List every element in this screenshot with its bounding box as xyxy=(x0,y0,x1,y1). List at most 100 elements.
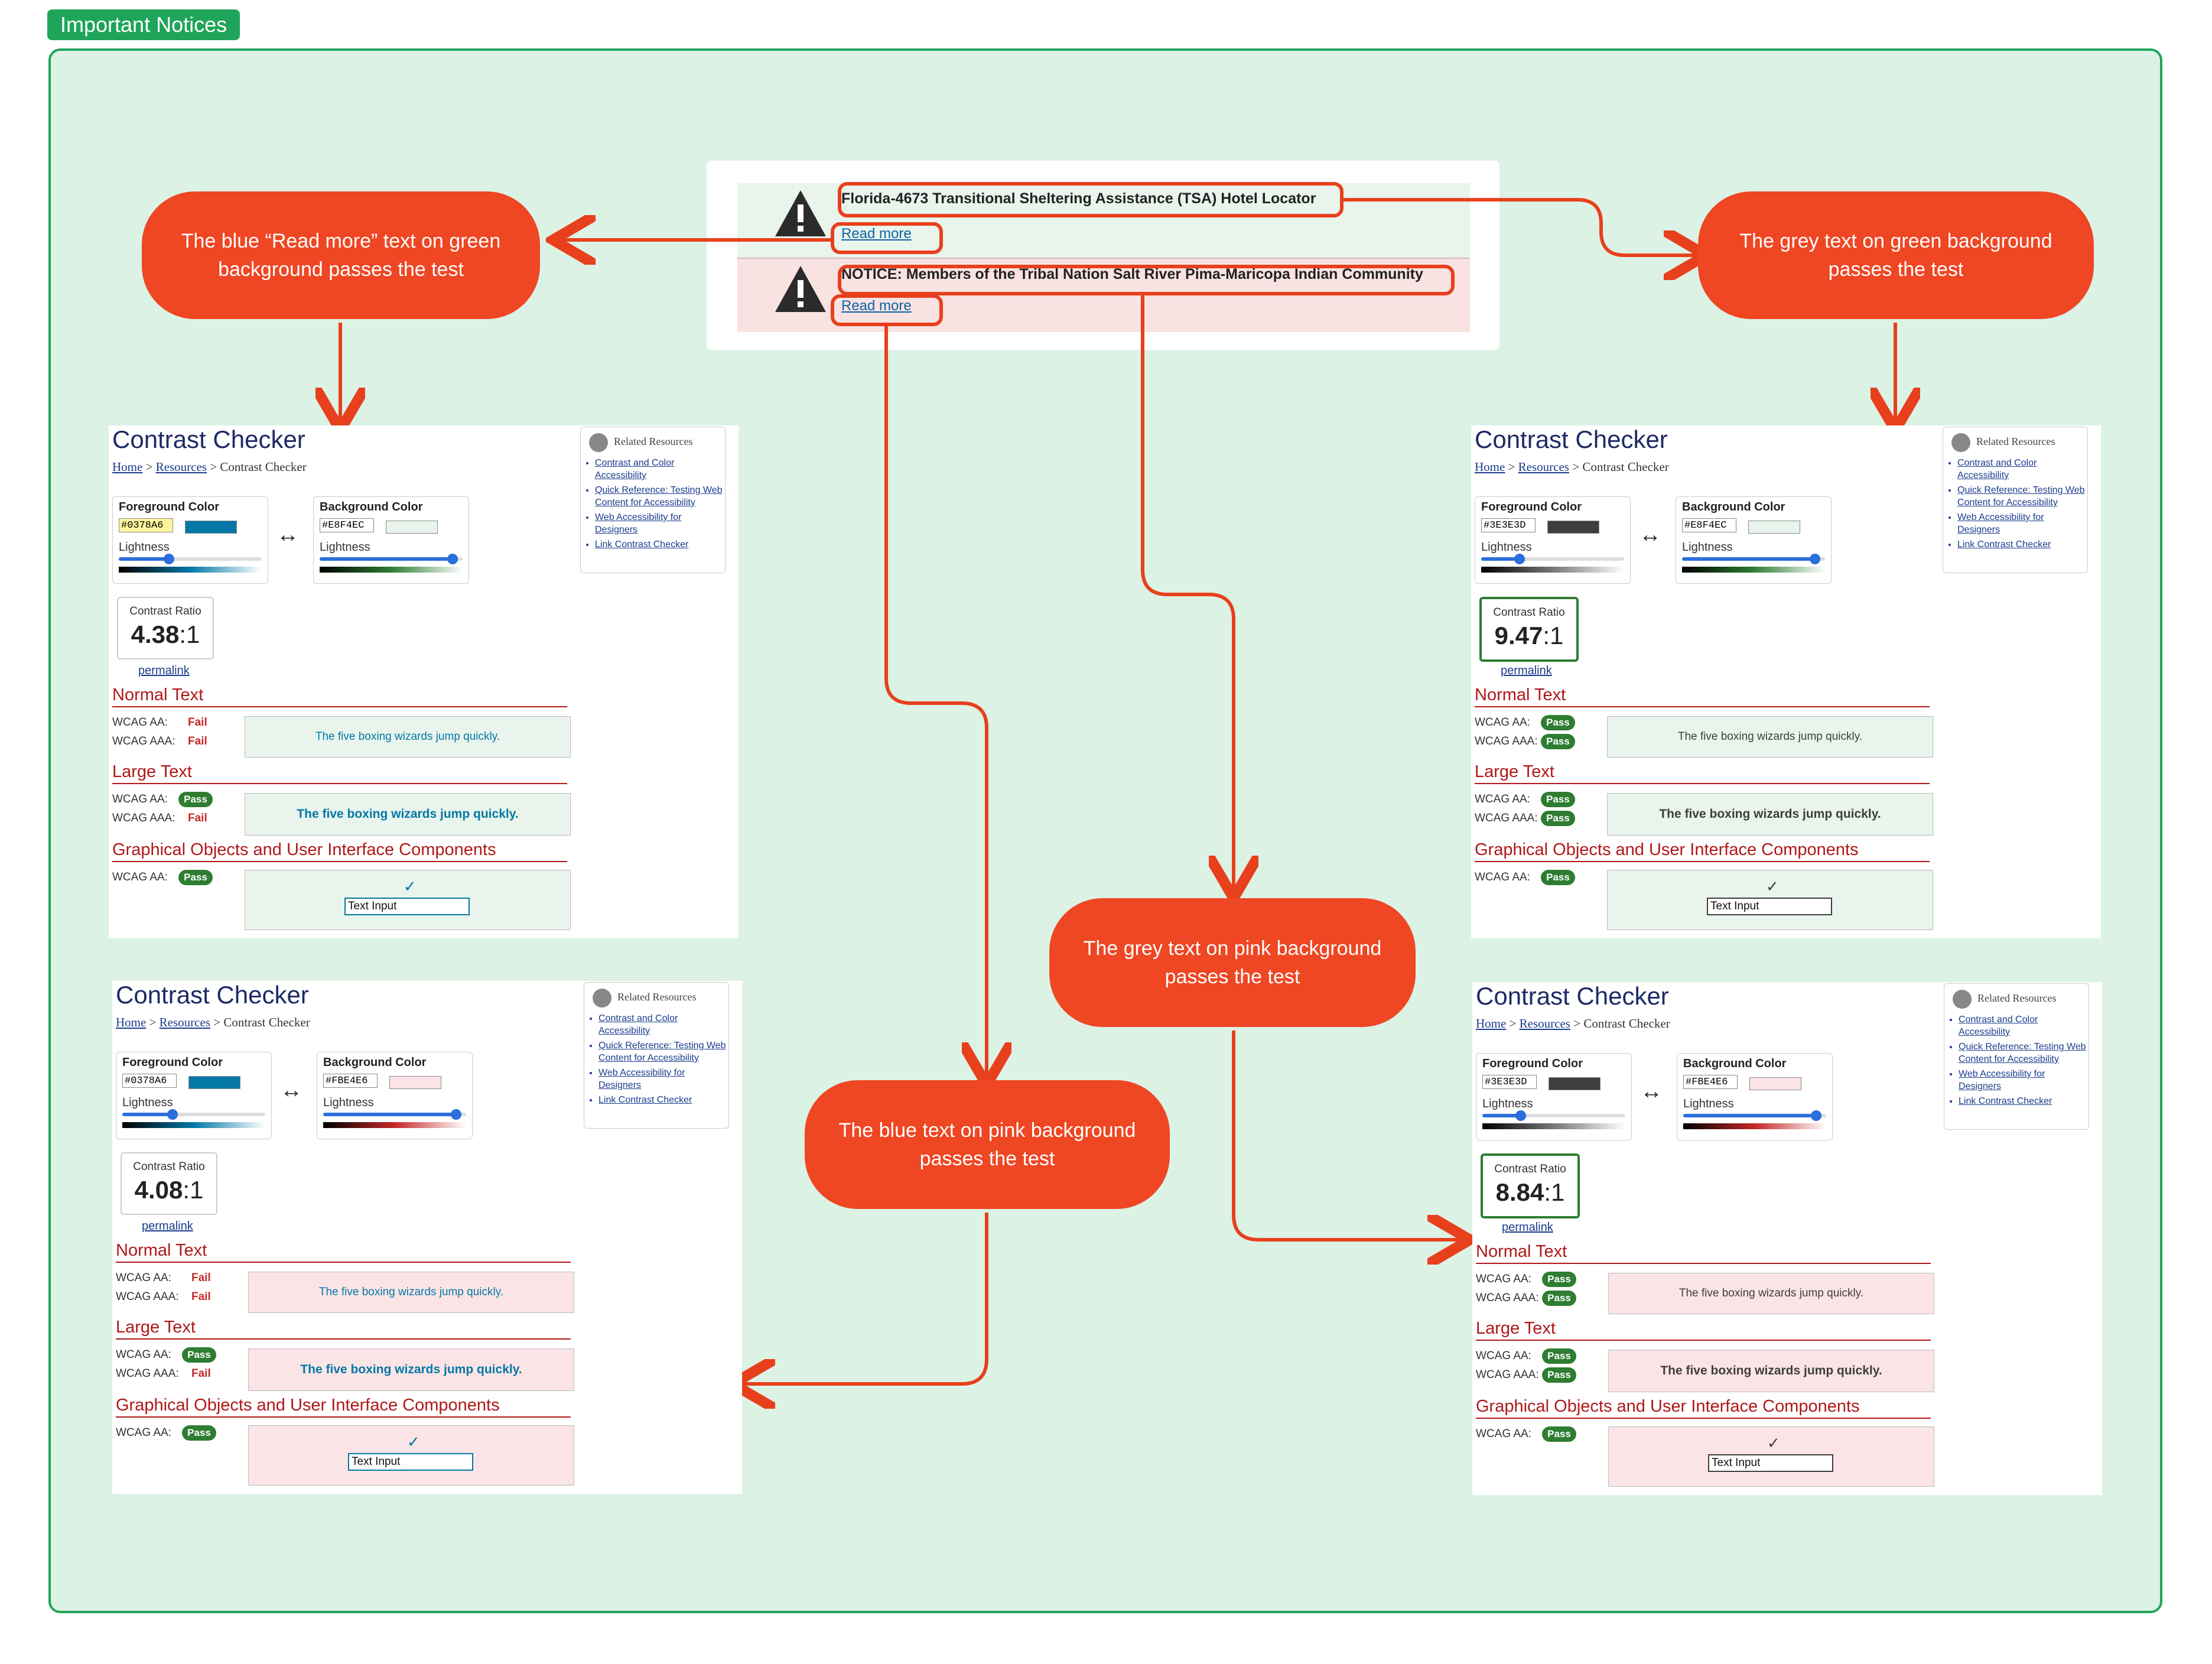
arrow xyxy=(740,1213,988,1384)
breadcrumb-home[interactable]: Home xyxy=(112,460,143,474)
pass-badge: Pass xyxy=(1542,1426,1576,1442)
pass-badge: Pass xyxy=(182,1347,216,1363)
breadcrumb: Home > Resources > Contrast Checker xyxy=(1476,1016,1670,1031)
swap-icon[interactable]: ↔ xyxy=(1639,522,1661,547)
foreground-swatch[interactable] xyxy=(185,521,237,534)
related-resources: Related Resources Contrast and Color Acc… xyxy=(1943,427,2088,573)
background-hex-input[interactable]: #E8F4EC xyxy=(1682,518,1736,532)
foreground-label: Foreground Color xyxy=(1481,500,1582,514)
related-link[interactable]: Contrast and Color Accessibility xyxy=(598,1012,728,1037)
background-swatch[interactable] xyxy=(1748,521,1800,534)
related-link[interactable]: Link Contrast Checker xyxy=(595,538,725,551)
normal-text-sample: The five boxing wizards jump quickly. xyxy=(248,1272,574,1313)
breadcrumb-home[interactable]: Home xyxy=(1476,1016,1507,1031)
text-input-sample[interactable]: Text Input xyxy=(1708,1454,1833,1472)
foreground-label: Foreground Color xyxy=(119,500,219,514)
related-resources-title: Related Resources xyxy=(1976,436,2055,447)
highlight-title-pink xyxy=(838,265,1455,295)
lightness-slider-knob[interactable] xyxy=(1811,1110,1821,1121)
breadcrumb-resources[interactable]: Resources xyxy=(155,460,207,474)
foreground-hex-input[interactable]: #3E3E3D xyxy=(1482,1075,1537,1089)
foreground-color-box: Foreground Color #0378A6 Lightness xyxy=(116,1052,272,1139)
page-title: Contrast Checker xyxy=(1476,982,1669,1010)
lightness-slider[interactable] xyxy=(122,1113,265,1116)
background-swatch[interactable] xyxy=(389,1076,441,1089)
breadcrumb-home[interactable]: Home xyxy=(116,1015,147,1029)
related-link[interactable]: Web Accessibility for Designers xyxy=(595,511,725,536)
lightness-slider[interactable] xyxy=(1682,557,1825,561)
related-link[interactable]: Link Contrast Checker xyxy=(1957,538,2087,551)
lightness-slider-knob[interactable] xyxy=(1514,554,1525,564)
permalink[interactable]: permalink xyxy=(138,664,190,677)
permalink[interactable]: permalink xyxy=(142,1220,193,1233)
lightness-slider-knob[interactable] xyxy=(447,554,458,564)
breadcrumb-resources[interactable]: Resources xyxy=(1518,460,1569,474)
read-more-link[interactable]: Read more xyxy=(841,226,912,242)
arrow xyxy=(1141,294,1234,891)
lightness-slider[interactable] xyxy=(323,1113,466,1116)
text-input-sample[interactable]: Text Input xyxy=(344,898,470,915)
foreground-swatch[interactable] xyxy=(188,1076,240,1089)
related-link[interactable]: Link Contrast Checker xyxy=(598,1094,728,1106)
lightness-slider-knob[interactable] xyxy=(451,1109,461,1120)
related-link[interactable]: Contrast and Color Accessibility xyxy=(1959,1013,2089,1038)
lightness-slider-knob[interactable] xyxy=(1810,554,1820,564)
breadcrumb-resources[interactable]: Resources xyxy=(1519,1016,1570,1031)
lightness-slider-knob[interactable] xyxy=(1515,1110,1526,1121)
lightness-gradient xyxy=(1482,1123,1625,1129)
related-link[interactable]: Web Accessibility for Designers xyxy=(1959,1068,2089,1093)
foreground-swatch[interactable] xyxy=(1549,1077,1601,1090)
foreground-swatch[interactable] xyxy=(1547,521,1599,534)
foreground-hex-input[interactable]: #0378A6 xyxy=(122,1074,177,1088)
breadcrumb: Home > Resources > Contrast Checker xyxy=(112,460,307,474)
lightness-slider-knob[interactable] xyxy=(167,1109,178,1120)
permalink[interactable]: permalink xyxy=(1502,1221,1553,1234)
background-hex-input[interactable]: #E8F4EC xyxy=(320,518,374,532)
pass-badge: Pass xyxy=(1542,1291,1576,1306)
swap-icon[interactable]: ↔ xyxy=(280,1078,302,1103)
foreground-hex-input[interactable]: #0378A6 xyxy=(119,518,173,532)
lightness-slider[interactable] xyxy=(1481,557,1624,561)
resources-icon xyxy=(1951,433,1970,452)
background-hex-input[interactable]: #FBE4E6 xyxy=(323,1074,378,1088)
normal-text-sample: The five boxing wizards jump quickly. xyxy=(1607,716,1933,758)
text-input-sample[interactable]: Text Input xyxy=(348,1453,473,1471)
permalink[interactable]: permalink xyxy=(1501,664,1552,677)
background-swatch[interactable] xyxy=(1749,1077,1801,1090)
background-swatch[interactable] xyxy=(386,521,438,534)
related-link[interactable]: Link Contrast Checker xyxy=(1959,1095,2089,1107)
check-icon: ✓ xyxy=(404,878,417,895)
pass-badge: Pass xyxy=(1541,870,1575,885)
swap-icon[interactable]: ↔ xyxy=(1640,1079,1663,1104)
callout-blue-pink: The blue text on pink background passes … xyxy=(805,1080,1170,1209)
breadcrumb-home[interactable]: Home xyxy=(1475,460,1505,474)
normal-text-sample: The five boxing wizards jump quickly. xyxy=(1608,1273,1934,1314)
lightness-slider[interactable] xyxy=(119,557,262,561)
foreground-hex-input[interactable]: #3E3E3D xyxy=(1481,518,1536,532)
contrast-ratio-value: 9.47:1 xyxy=(1494,622,1564,649)
warning-icon xyxy=(775,266,826,312)
related-link[interactable]: Quick Reference: Testing Web Content for… xyxy=(1957,484,2087,509)
pass-badge: Pass xyxy=(1542,1348,1576,1364)
contrast-checker-panel: Contrast Checker Home > Resources > Cont… xyxy=(109,425,739,938)
related-link[interactable]: Web Accessibility for Designers xyxy=(598,1067,728,1091)
breadcrumb-resources[interactable]: Resources xyxy=(159,1015,210,1029)
lightness-slider-knob[interactable] xyxy=(164,554,174,564)
related-link[interactable]: Quick Reference: Testing Web Content for… xyxy=(1959,1041,2089,1065)
lightness-slider[interactable] xyxy=(1683,1114,1826,1117)
related-link[interactable]: Quick Reference: Testing Web Content for… xyxy=(598,1039,728,1064)
text-input-sample[interactable]: Text Input xyxy=(1707,898,1832,915)
lightness-slider[interactable] xyxy=(1482,1114,1625,1117)
lightness-slider[interactable] xyxy=(320,557,463,561)
section-graphical-objects: Graphical Objects and User Interface Com… xyxy=(1476,1397,1931,1419)
large-text-sample: The five boxing wizards jump quickly. xyxy=(1607,793,1933,836)
read-more-link[interactable]: Read more xyxy=(841,298,912,314)
related-link[interactable]: Contrast and Color Accessibility xyxy=(1957,457,2087,482)
background-hex-input[interactable]: #FBE4E6 xyxy=(1683,1075,1738,1089)
related-link[interactable]: Contrast and Color Accessibility xyxy=(595,457,725,482)
related-link[interactable]: Web Accessibility for Designers xyxy=(1957,511,2087,536)
related-resources-title: Related Resources xyxy=(614,436,693,447)
swap-icon[interactable]: ↔ xyxy=(276,522,299,547)
related-link[interactable]: Quick Reference: Testing Web Content for… xyxy=(595,484,725,509)
